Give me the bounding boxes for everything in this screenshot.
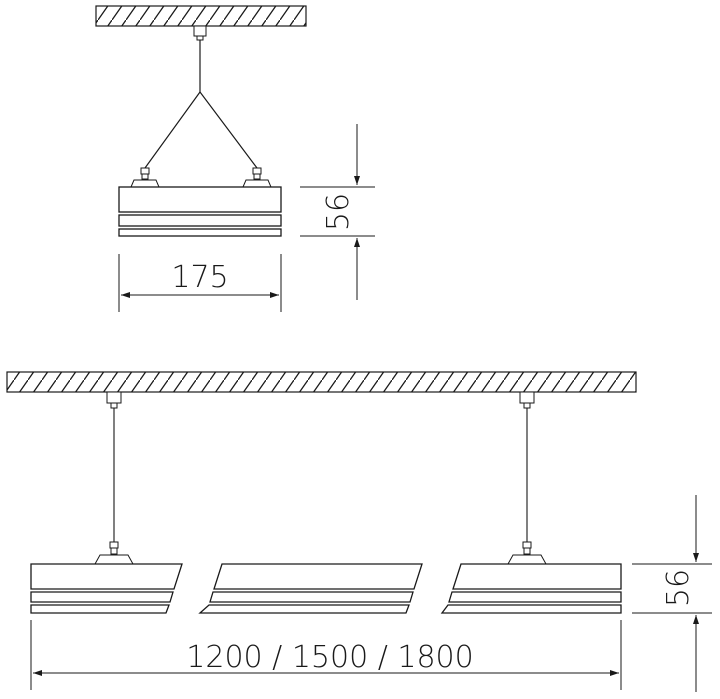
luminaire-profile-end	[118, 186, 282, 237]
side-view: 1200 / 1500 / 1800 56	[6, 371, 712, 692]
suspension-right	[507, 391, 547, 565]
height-dimension-side: 56	[632, 495, 712, 692]
height-label-side: 56	[661, 569, 696, 607]
height-dimension-end: 56	[300, 124, 375, 300]
end-view: 175 56	[95, 5, 375, 312]
luminaire-segment-right	[440, 563, 622, 614]
cable-gripper-left	[130, 167, 160, 188]
cable-gripper-right	[242, 167, 272, 188]
width-label: 175	[171, 260, 228, 295]
length-dimension: 1200 / 1500 / 1800	[30, 620, 622, 690]
suspension-left	[94, 391, 134, 565]
luminaire-segment-middle	[198, 563, 423, 614]
suspension-cables	[144, 91, 258, 169]
ceiling-hatch-long	[6, 371, 637, 393]
length-label: 1200 / 1500 / 1800	[186, 640, 473, 675]
luminaire-segment-left	[30, 563, 183, 614]
ceiling-hatch	[95, 5, 307, 27]
width-dimension: 175	[118, 254, 282, 312]
ceiling-canopy	[193, 25, 207, 92]
height-label-end: 56	[321, 193, 356, 231]
